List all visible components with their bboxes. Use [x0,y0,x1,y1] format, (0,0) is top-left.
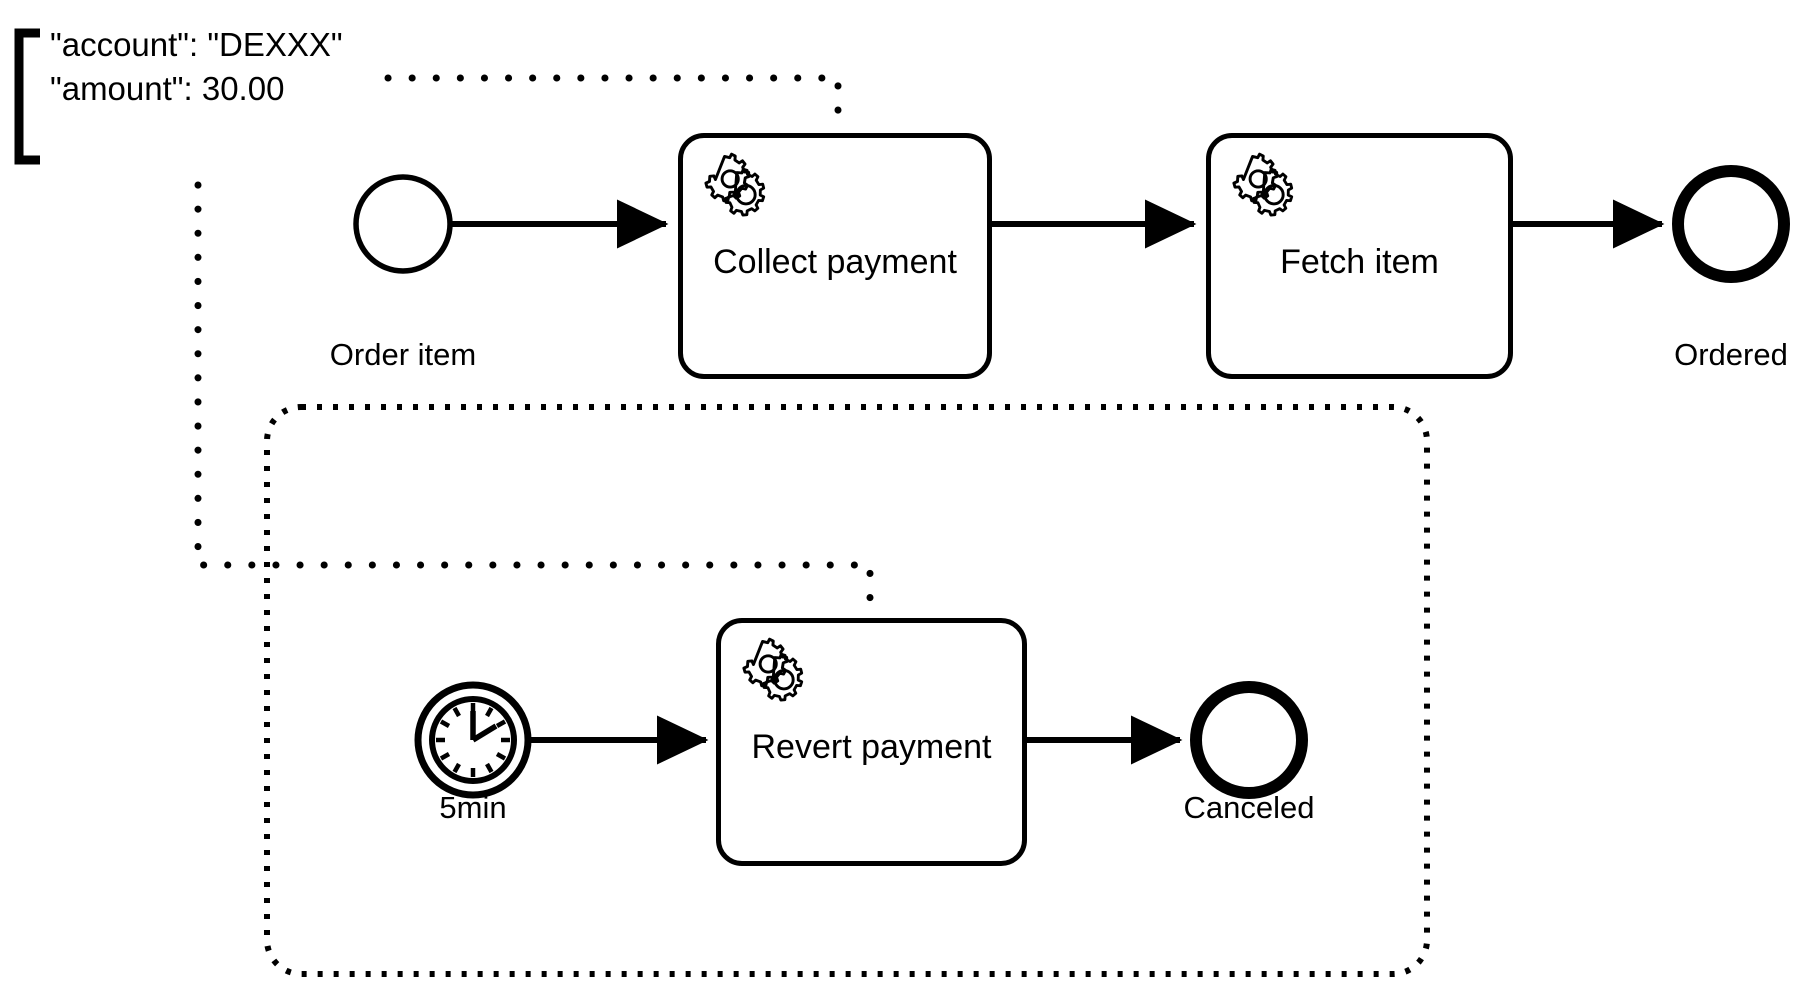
service-task-gear-icon [704,152,766,217]
end-event-circle-canceled [1190,681,1308,799]
timer-start-event [414,681,532,799]
annotation-bracket [14,28,40,165]
task-revert-payment[interactable]: Revert payment [716,618,1027,866]
assoc-annotation-to-collect [384,74,842,137]
task-collect-payment[interactable]: Collect payment [678,133,992,379]
start-event-label: Order item [329,337,477,372]
timer-event-label: 5min [439,790,507,825]
task-revert-payment-label: Revert payment [751,728,992,766]
service-task-gear-icon [742,637,804,702]
end-event-ordered-label: Ordered [1674,337,1788,372]
task-fetch-item-label: Fetch item [1280,243,1439,281]
annotation-line-2: "amount": 30.00 [50,70,285,107]
end-event-canceled-label: Canceled [1183,790,1315,825]
event-subprocess-container [264,404,1430,977]
start-event-circle [353,174,453,274]
service-task-gear-icon [1232,152,1294,217]
annotation-line-1: "account": "DEXXX" [50,26,343,63]
task-collect-payment-label: Collect payment [713,243,957,281]
assoc-annotation-to-revert [194,181,874,622]
end-event-circle-ordered [1672,165,1790,283]
task-fetch-item[interactable]: Fetch item [1206,133,1513,379]
